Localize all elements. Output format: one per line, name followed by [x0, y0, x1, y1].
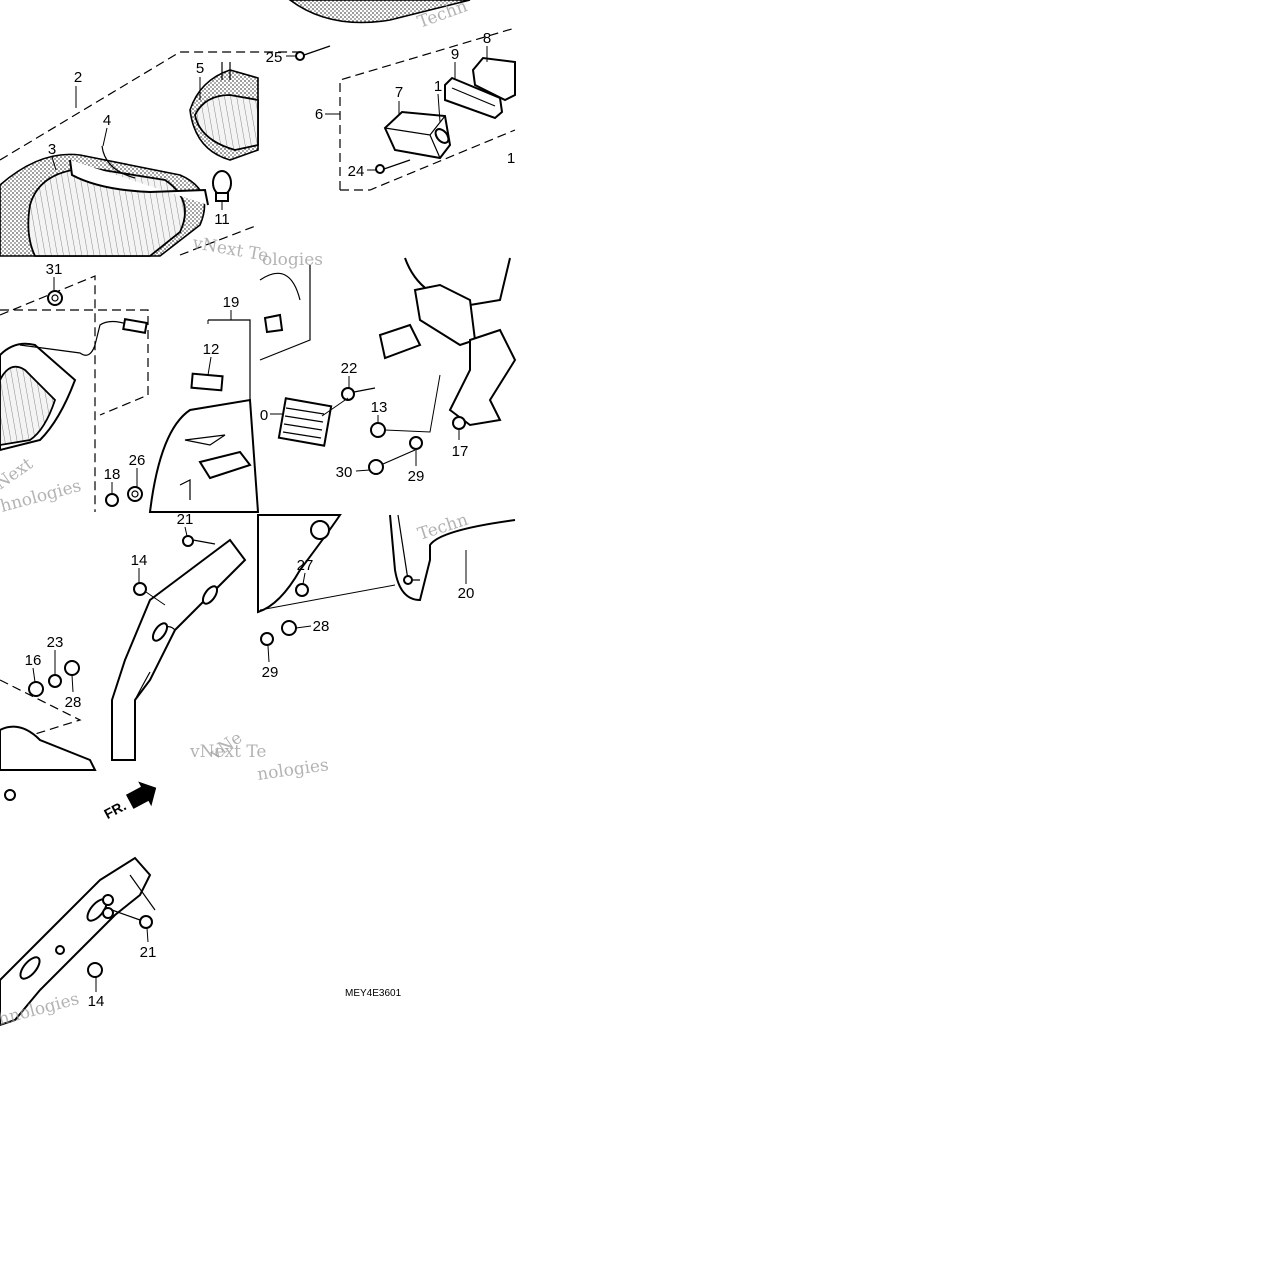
callout-3: 3: [48, 141, 56, 158]
callout-21-upper: 21: [177, 511, 194, 528]
watermark: ologies: [262, 250, 323, 270]
callout-19: 19: [223, 294, 240, 311]
watermark: Techn: [415, 510, 470, 545]
callout-26: 26: [129, 452, 146, 469]
callout-leaders: [32, 46, 488, 992]
callout-11: 11: [214, 211, 230, 228]
nut-16: [28, 681, 44, 697]
callout-20: 20: [458, 585, 475, 602]
nut-27: [295, 583, 309, 597]
callout-27: 27: [297, 557, 314, 574]
callout-8: 8: [483, 30, 491, 47]
callout-22: 22: [341, 360, 358, 377]
turn-signal-group: [0, 275, 149, 512]
callout-2: 2: [74, 69, 82, 86]
watermark: nologies: [256, 755, 330, 785]
callout-24: 24: [348, 163, 365, 180]
collar-23: [48, 674, 62, 688]
washer-29b: [260, 632, 274, 646]
diagram-code: MEY4E3601: [345, 988, 402, 999]
lower-bracket-group: FR.: [0, 781, 157, 1027]
bulb-1: [434, 128, 450, 144]
nut-13: [370, 422, 386, 438]
watermark: vNext Te: [189, 742, 266, 762]
screw-24: [375, 159, 411, 174]
license-light-group: [288, 0, 516, 191]
callout-17: 17: [452, 443, 469, 460]
callout-14-upper: 14: [131, 552, 148, 569]
watermark: vNext Te: [190, 233, 270, 266]
callout-23: 23: [47, 634, 64, 651]
callout-6: 6: [315, 106, 323, 123]
callout-labels: 25 9 8 2 5 7 1 6 4 3 24 1 11 31 19 12 22…: [25, 30, 516, 1010]
callout-9: 9: [451, 46, 459, 63]
callout-14-lower: 14: [88, 993, 105, 1010]
front-direction-label: FR.: [101, 797, 128, 822]
callout-4: 4: [103, 112, 111, 129]
callout-0: 0: [260, 407, 268, 424]
bolt-22: [341, 387, 376, 401]
bracket-group: [0, 514, 516, 771]
callout-1-right: 1: [507, 150, 515, 167]
callout-18: 18: [104, 466, 121, 483]
bulb-11: [212, 170, 232, 202]
nut-26: [127, 486, 143, 502]
fender-group: [148, 319, 260, 513]
callout-29-center: 29: [408, 468, 425, 485]
callout-25: 25: [266, 49, 283, 66]
callout-5: 5: [196, 60, 204, 77]
bolt-21b: [139, 915, 153, 929]
washer-29: [409, 436, 423, 450]
callout-7: 7: [395, 84, 403, 101]
callout-28-right: 28: [313, 618, 330, 635]
callout-1-top: 1: [434, 78, 442, 95]
callout-16: 16: [25, 652, 42, 669]
callout-30: 30: [336, 464, 353, 481]
nut-18: [105, 493, 119, 507]
nut-28b: [281, 620, 297, 636]
callout-31: 31: [46, 261, 63, 278]
nut-17: [452, 416, 466, 430]
grommet-31: [47, 290, 63, 306]
callout-28-left: 28: [65, 694, 82, 711]
front-direction-arrow: FR.: [101, 781, 157, 822]
nut-28: [64, 660, 80, 676]
callout-13: 13: [371, 399, 388, 416]
callout-12: 12: [203, 341, 220, 358]
nut-14: [133, 582, 147, 596]
bolt-30: [368, 449, 416, 475]
callout-21-lower: 21: [140, 944, 157, 961]
callout-29-lower: 29: [262, 664, 279, 681]
tail-light-group: [0, 51, 300, 257]
bolt-21: [182, 535, 194, 547]
reflector-group: [259, 257, 517, 475]
screw-25: [295, 45, 331, 61]
nut-14b: [87, 962, 103, 978]
